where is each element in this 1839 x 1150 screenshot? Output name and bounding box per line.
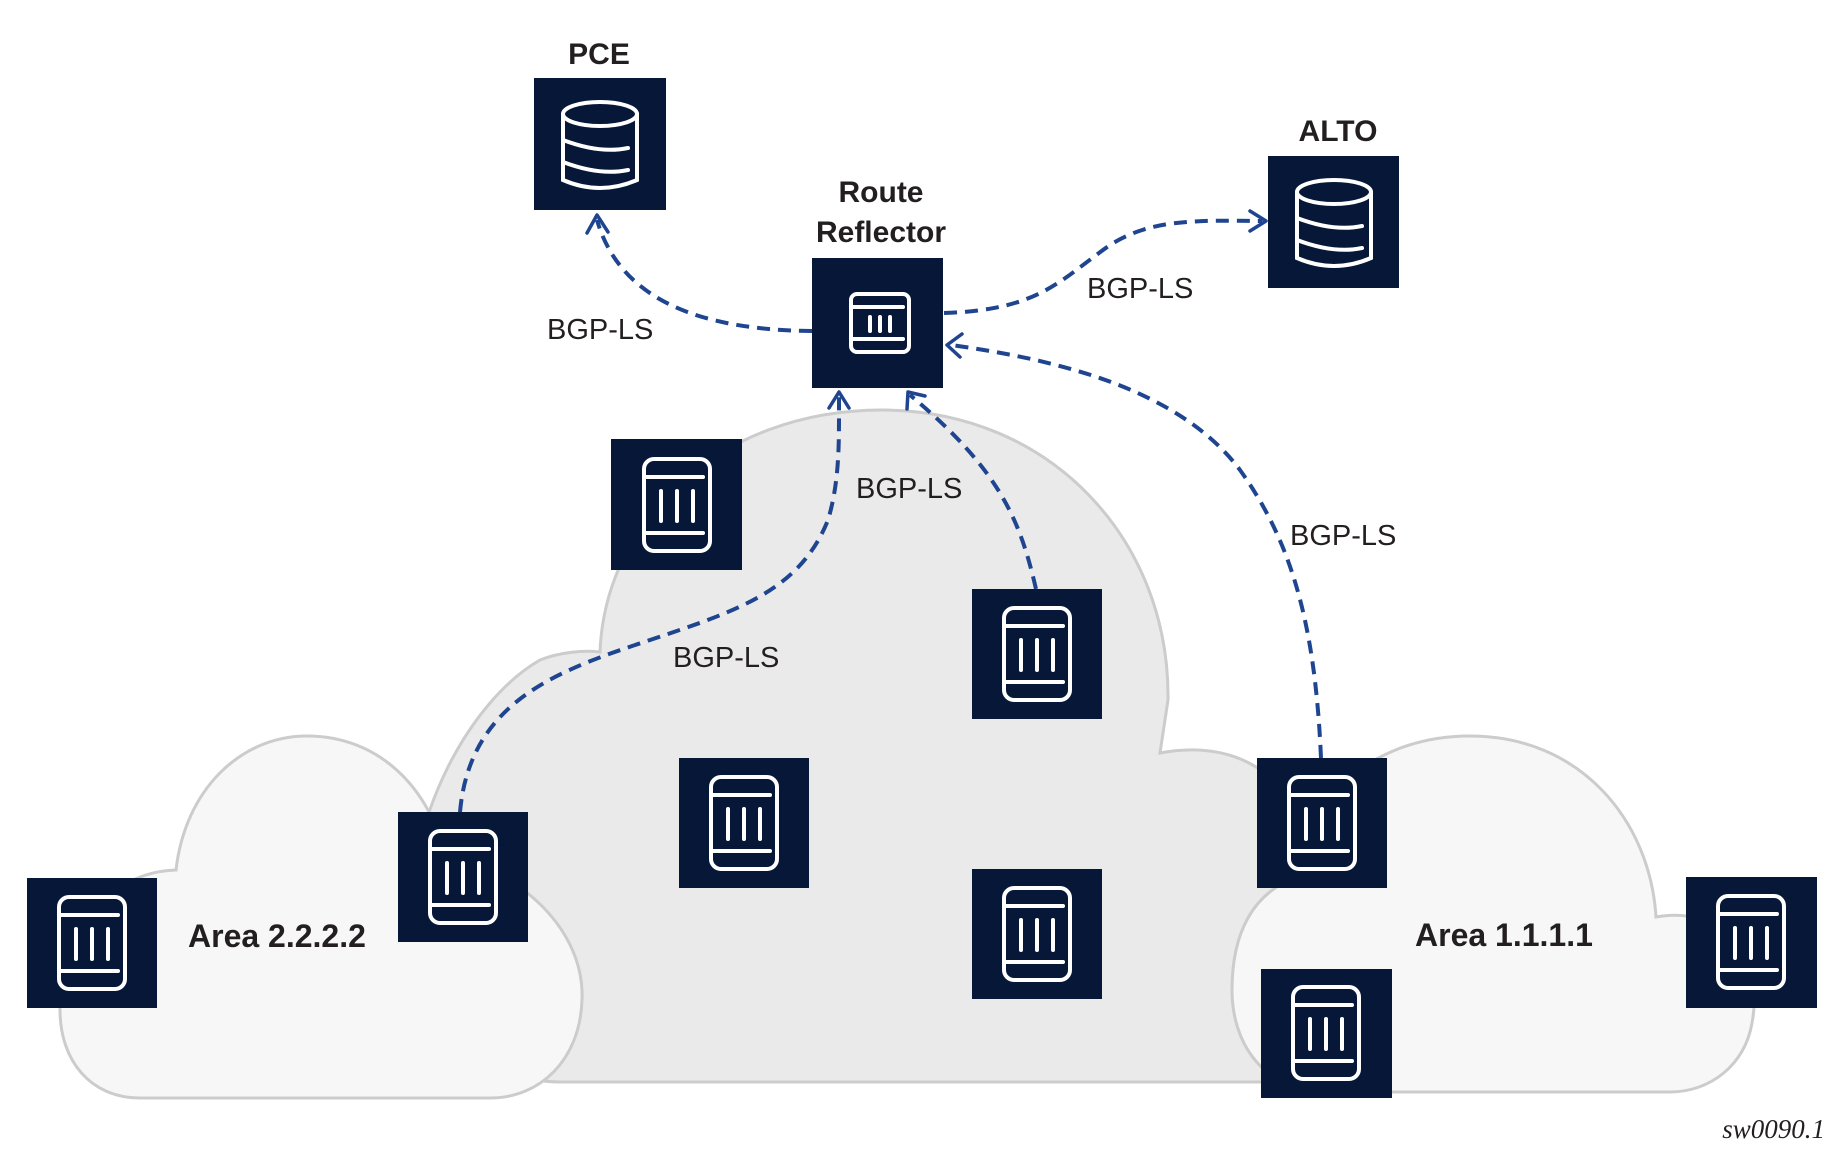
alto-label: ALTO [1299, 115, 1378, 148]
link-label-core-router-2: BGP-LS [856, 473, 962, 505]
figure-id: sw0090.1 [1722, 1114, 1825, 1144]
pce-label: PCE [568, 38, 630, 71]
area1-abr[interactable] [1257, 758, 1387, 888]
area2-abr[interactable] [398, 812, 528, 942]
link-label-rr-pce: BGP-LS [547, 314, 653, 346]
link-label-area1-abr: BGP-LS [1290, 520, 1396, 552]
link-label-area2-abr: BGP-LS [673, 642, 779, 674]
core-router-3[interactable] [679, 758, 809, 888]
core-router-4[interactable] [972, 869, 1102, 999]
route-reflector-label-line1: Route [839, 176, 924, 209]
link-area1-abr-to-rr [945, 332, 1323, 759]
area-2-cloud [58, 734, 584, 1100]
core-router-1[interactable] [611, 439, 742, 570]
pce-node[interactable]: PCE [534, 38, 666, 210]
area-2-label: Area 2.2.2.2 [188, 918, 366, 954]
route-reflector-label-line2: Reflector [816, 216, 946, 249]
route-reflector-node[interactable]: Route Reflector [812, 176, 946, 388]
link-label-rr-alto: BGP-LS [1087, 273, 1193, 305]
area1-router-2[interactable] [1686, 877, 1817, 1008]
core-router-2[interactable] [972, 589, 1102, 719]
link-rr-to-alto [943, 209, 1268, 315]
link-rr-to-pce [585, 213, 813, 333]
link-area2-abr-to-rr [458, 390, 851, 813]
area-1-label: Area 1.1.1.1 [1415, 917, 1593, 953]
alto-node[interactable]: ALTO [1268, 115, 1399, 288]
area2-router-1[interactable] [27, 878, 157, 1008]
area1-router-1[interactable] [1261, 969, 1392, 1098]
link-core-router-2-to-rr [905, 390, 1038, 590]
